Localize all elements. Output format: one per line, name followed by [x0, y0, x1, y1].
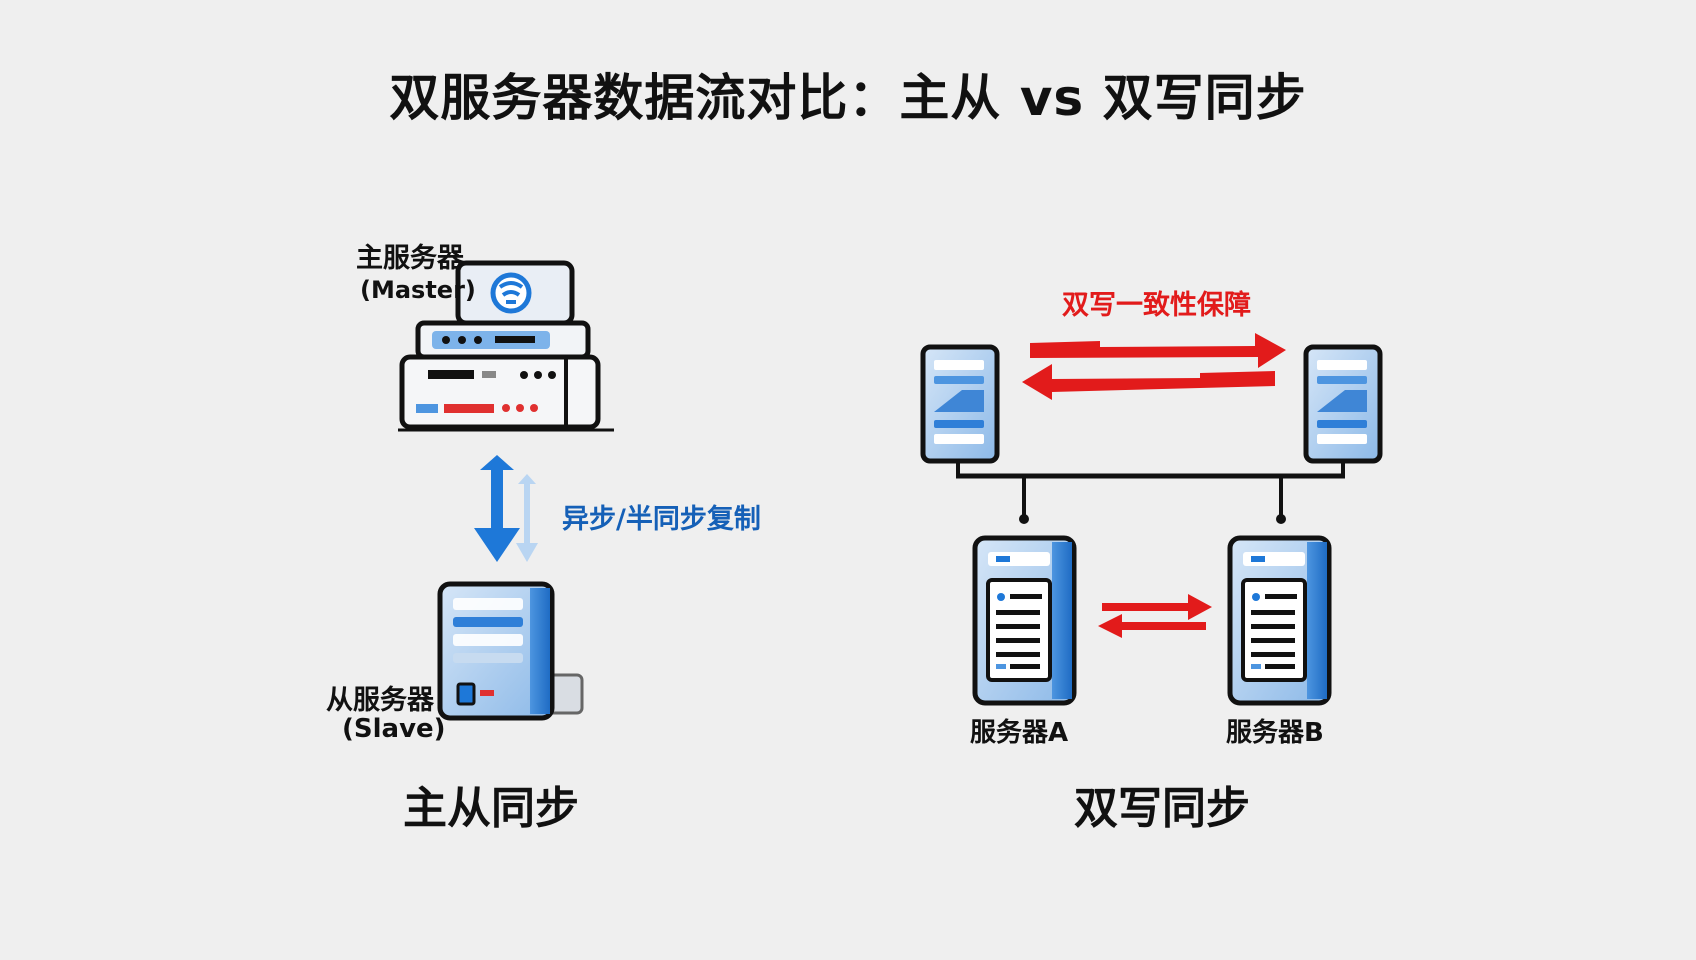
wifi-logo-icon [490, 272, 532, 314]
dual-write-caption: 双写同步 [1074, 783, 1250, 834]
replication-label: 异步/半同步复制 [562, 504, 761, 535]
red-consistency-arrows-icon [1022, 333, 1286, 400]
slave-server-label: 从服务器 [326, 685, 434, 716]
red-sync-arrows-icon [1098, 594, 1212, 638]
replication-arrow-icon [474, 455, 538, 562]
server-b-icon [1227, 535, 1332, 706]
left-top-server-icon [920, 344, 1000, 464]
master-server-sublabel: (Master) [360, 276, 476, 304]
connector-lines [956, 461, 1345, 524]
master-server-label: 主服务器 [356, 243, 464, 274]
server-a-label: 服务器A [970, 718, 1069, 748]
master-server-icon [398, 260, 614, 432]
server-a-icon [972, 535, 1077, 706]
slave-server-sublabel: (Slave) [342, 714, 446, 744]
page-title: 双服务器数据流对比：主从 vs 双写同步 [389, 69, 1307, 127]
dual-write-consistency-label: 双写一致性保障 [1062, 290, 1251, 321]
server-b-label: 服务器B [1226, 718, 1324, 748]
slave-server-icon [437, 581, 584, 721]
right-top-server-icon [1303, 344, 1383, 464]
master-slave-caption: 主从同步 [403, 783, 579, 834]
